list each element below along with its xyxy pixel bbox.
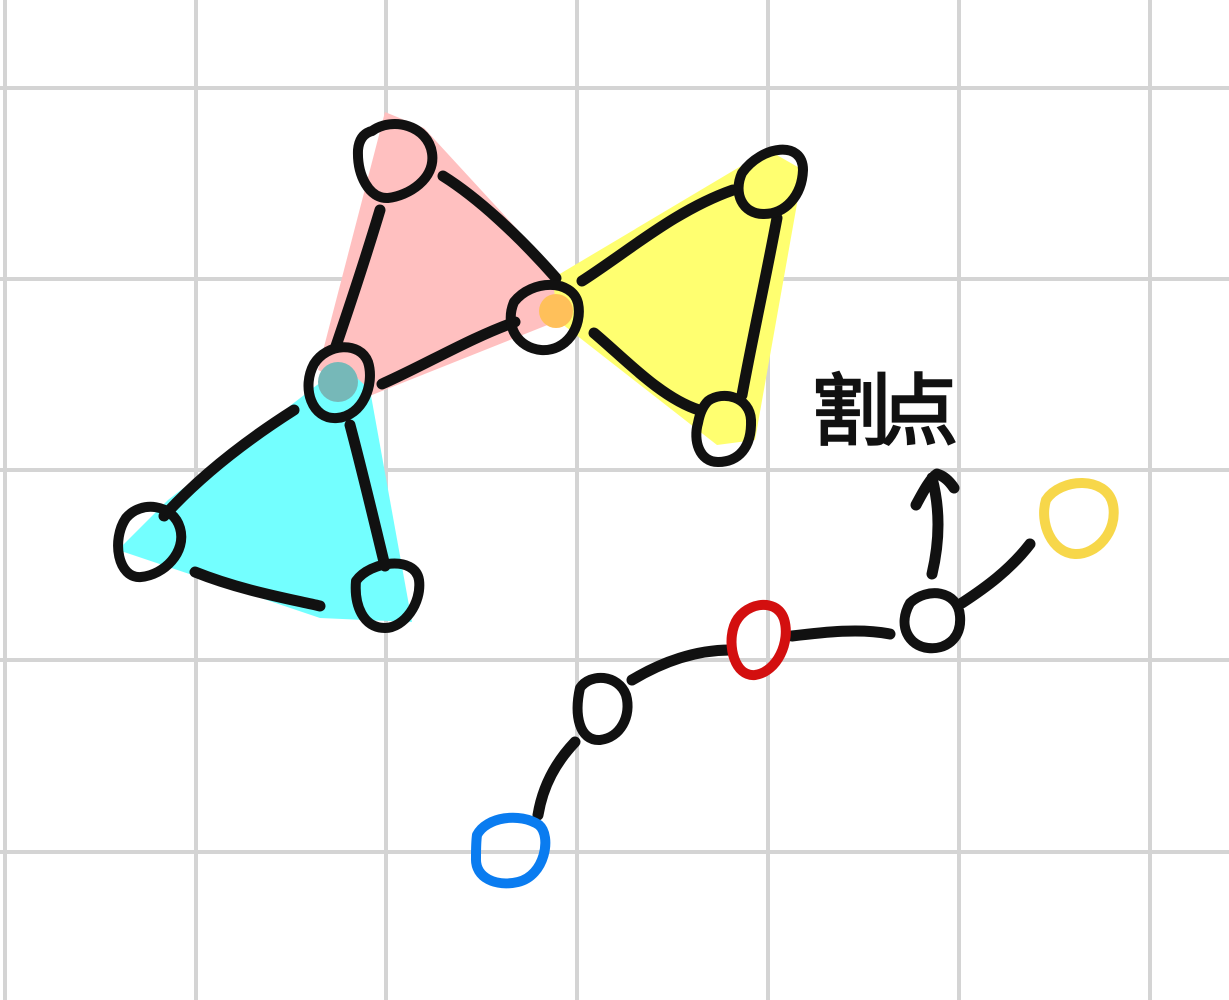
yellow-top-node (733, 144, 808, 219)
yellow-center-to-bottom-edge (588, 327, 705, 416)
teal-overlap-node-fill (318, 362, 358, 402)
cyan-bottom-node (350, 558, 425, 633)
pink-top-to-cut-edge (330, 204, 386, 352)
cyan-cut-to-bottom-edge (344, 419, 391, 572)
up-arrow-icon (910, 468, 960, 580)
cyan-cut-to-left-edge (158, 404, 300, 522)
black-node (572, 672, 633, 745)
articulation-annotation: 割点 (812, 366, 966, 580)
pink-cut-node (303, 342, 375, 423)
pink-top-node (352, 119, 438, 203)
black-to-red-edge (626, 644, 736, 686)
yellow-biconnected-component (553, 150, 803, 445)
articulation-label: 割点 (812, 366, 956, 457)
graph-edges (158, 170, 1036, 821)
black-articulation-node (899, 588, 966, 654)
red-to-articulation-edge (786, 625, 896, 642)
shared-center-node (505, 279, 584, 356)
pink-cut-to-right-edge (376, 316, 521, 390)
blue-node (471, 812, 551, 889)
blue-to-black-edge (532, 736, 581, 821)
cyan-left-to-bottom-edge (189, 566, 326, 612)
yellow-center-to-top-edge (576, 184, 739, 287)
orange-overlap-node-fill (539, 294, 573, 328)
yellow-bottom-node (691, 390, 757, 467)
cyan-biconnected-component (118, 365, 412, 622)
cyan-left-node (113, 501, 187, 582)
gold-node (1039, 478, 1119, 559)
articulation-to-gold-edge (956, 538, 1036, 609)
yellow-top-to-bottom-edge (736, 212, 783, 401)
graph-nodes (113, 119, 1119, 889)
pink-top-to-right-edge (437, 170, 562, 284)
red-articulation-node (726, 599, 791, 680)
